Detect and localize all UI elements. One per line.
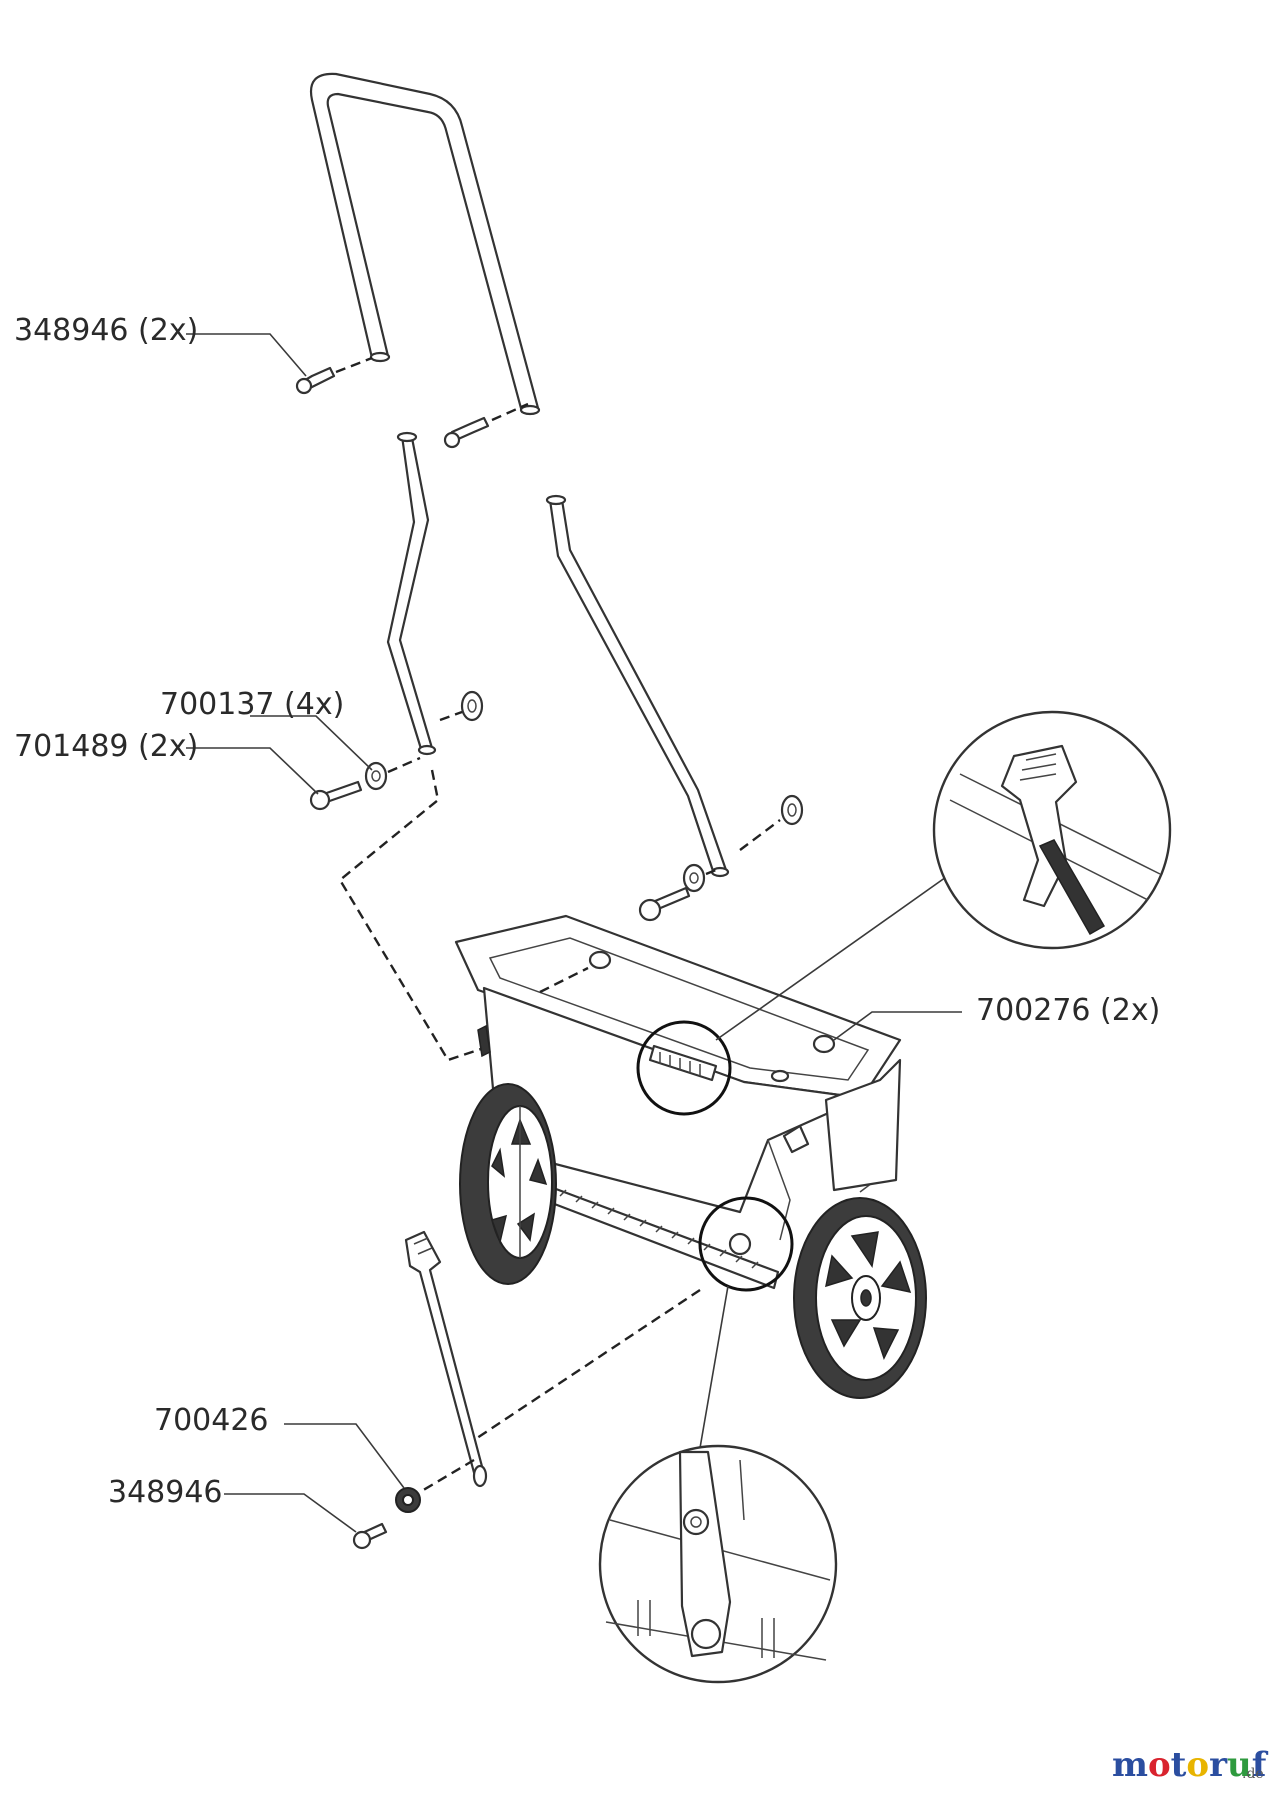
- leader-bolt: [186, 747, 319, 795]
- brand-letter-r: r: [1209, 1745, 1228, 1785]
- label-washer: 700137 (4x): [160, 687, 344, 722]
- leader-screw-bottom: [224, 1493, 357, 1533]
- right-wheel: [793, 1197, 927, 1399]
- rod-washer-guide: [419, 1458, 475, 1494]
- bottom-washer: [395, 1487, 421, 1513]
- brand-letter-u: u: [1227, 1745, 1252, 1785]
- brand-letter-o2: o: [1186, 1745, 1209, 1785]
- left-fastener-set: [309, 690, 491, 1062]
- screw-guide-right: [491, 402, 529, 422]
- detail-ring-clip: [636, 1020, 732, 1116]
- detail-ring-axle: [698, 1196, 794, 1292]
- leader-rod-washer: [284, 1423, 405, 1489]
- brand-letter-t: t: [1171, 1745, 1187, 1785]
- detail-leader-top: [715, 869, 957, 1041]
- top-screw-left: [295, 366, 336, 395]
- brand-letter-f: f: [1252, 1745, 1269, 1785]
- right-fastener-set: [638, 794, 804, 922]
- leader-washer: [250, 715, 373, 771]
- label-screw-bottom: 348946: [108, 1475, 223, 1510]
- top-screw-right: [443, 416, 490, 449]
- label-rod-washer: 700426: [154, 1403, 269, 1438]
- leader-screw-top: [186, 333, 307, 377]
- bottom-screw: [352, 1522, 388, 1550]
- brand-letter-m: m: [1112, 1745, 1148, 1785]
- leader-clip: [833, 1011, 962, 1041]
- push-handle: [309, 72, 541, 416]
- brand-suffix: .de: [1242, 1766, 1264, 1782]
- detail-leader-bottom: [699, 1285, 729, 1449]
- label-screw-top: 348946 (2x): [14, 313, 198, 348]
- screw-guide-left: [335, 356, 373, 374]
- label-bolt: 701489 (2x): [14, 729, 198, 764]
- svg-text:motoruf: motoruf: [1112, 1745, 1269, 1785]
- left-wheel: [459, 1083, 557, 1285]
- rod-guide-line: [473, 1289, 701, 1441]
- brand-logo: motoruf .de: [1112, 1745, 1269, 1785]
- right-lower-tube: [545, 494, 730, 878]
- hopper-bin: [454, 914, 902, 1241]
- zoom-detail-clip: [932, 710, 1172, 950]
- brand-letter-o1: o: [1148, 1745, 1171, 1785]
- left-lower-tube: [386, 431, 437, 756]
- label-clip: 700276 (2x): [976, 993, 1160, 1028]
- zoom-detail-axle: [598, 1444, 838, 1684]
- control-rod: [404, 1230, 488, 1488]
